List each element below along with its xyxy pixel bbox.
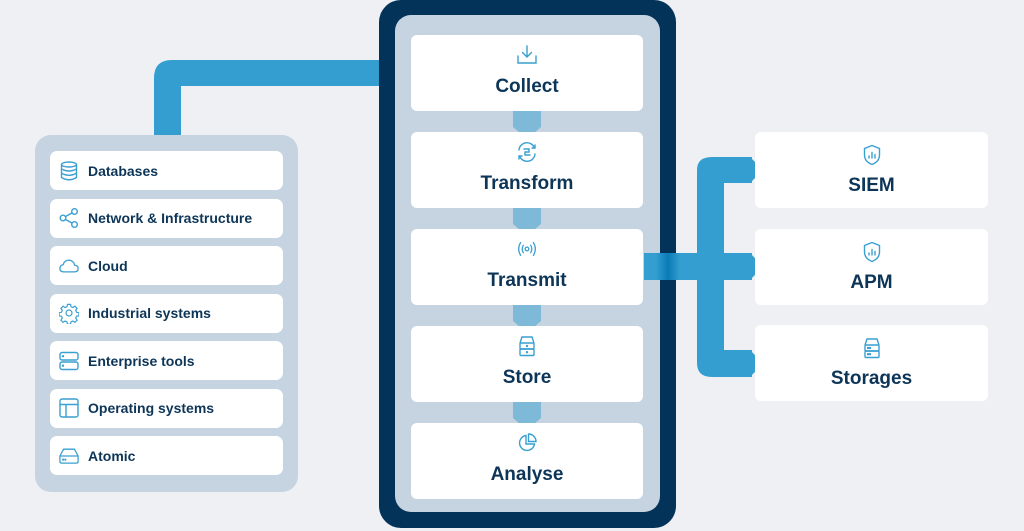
server-icon [59, 351, 79, 371]
pipeline-panel: Collect Transform [395, 15, 660, 512]
source-item-databases[interactable]: Databases [50, 151, 283, 190]
source-label: Atomic [88, 447, 136, 464]
source-item-atomic[interactable]: Atomic [50, 436, 283, 475]
shield-chart-icon [861, 241, 883, 263]
broadcast-icon [516, 238, 538, 260]
destination-label: SIEM [848, 175, 895, 196]
destination-storages[interactable]: Storages [755, 325, 988, 401]
pie-chart-icon [516, 432, 538, 454]
source-item-operating-systems[interactable]: Operating systems [50, 388, 283, 428]
destination-siem[interactable]: SIEM [755, 132, 988, 208]
sources-to-collect-arrow [154, 60, 418, 135]
layout-window-icon [59, 398, 79, 418]
source-item-industrial[interactable]: Industrial systems [50, 293, 283, 333]
stage-transform[interactable]: Transform [411, 132, 643, 208]
stage-label: Transmit [487, 270, 567, 291]
pipeline-frame: Collect Transform [379, 0, 676, 528]
source-label: Industrial systems [88, 305, 211, 321]
stage-collect[interactable]: Collect [411, 35, 643, 111]
destination-label: Storages [830, 368, 913, 389]
source-label: Enterprise tools [88, 352, 195, 369]
source-item-enterprise[interactable]: Enterprise tools [50, 341, 283, 380]
destination-apm[interactable]: APM [755, 229, 988, 305]
transform-cycle-icon [516, 141, 538, 163]
storage-stack-icon [516, 335, 538, 357]
destination-label: APM [850, 272, 893, 293]
stage-label: Store [502, 367, 552, 388]
stage-analyse[interactable]: Analyse [411, 423, 643, 499]
stage-label: Analyse [490, 464, 564, 485]
source-item-network[interactable]: Network & Infrastructure [50, 198, 283, 238]
storage-stack-icon [861, 337, 883, 359]
source-label: Network & Infrastructure [88, 210, 253, 226]
stage-store[interactable]: Store [411, 326, 643, 402]
source-label: Cloud [88, 257, 128, 274]
cloud-icon [59, 256, 79, 276]
share-network-icon [59, 208, 79, 228]
source-label: Databases [88, 162, 159, 179]
gear-icon [59, 303, 79, 324]
drive-icon [59, 446, 79, 466]
source-item-cloud[interactable]: Cloud [50, 246, 283, 285]
source-label: Operating systems [88, 400, 215, 416]
sources-panel: Databases Network & Infrastructure Cloud [35, 135, 298, 492]
download-tray-icon [516, 44, 538, 66]
shield-chart-icon [861, 144, 883, 166]
stage-label: Collect [495, 76, 559, 97]
database-icon [59, 160, 79, 181]
stage-label: Transform [480, 173, 574, 194]
stage-transmit[interactable]: Transmit [411, 229, 643, 305]
